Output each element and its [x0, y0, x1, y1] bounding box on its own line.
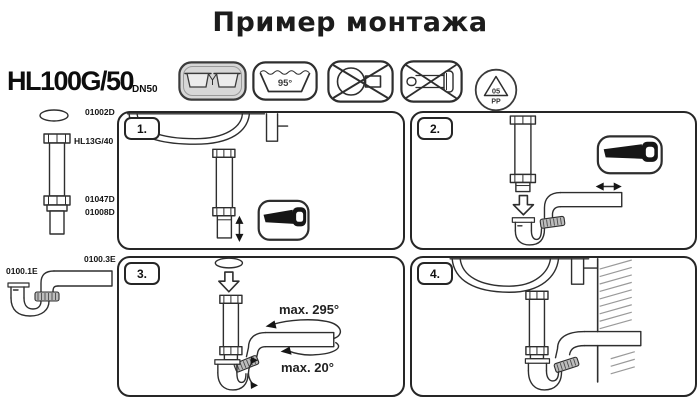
part-code-tailpipe: HL13G/40	[74, 136, 114, 146]
max-temp-label: 95°	[278, 78, 293, 89]
recycle-number-label: 05	[492, 87, 500, 96]
trap-u-bend	[10, 297, 50, 317]
recycle-material-label: PP	[491, 99, 501, 106]
union-nut-upper	[43, 133, 71, 144]
tailpipe-under-sink	[212, 148, 236, 239]
part-code-outlet-pipe: 0100.3E	[84, 254, 116, 264]
panel-step-4: 4.	[410, 256, 697, 397]
max-temp-95-icon: 95°	[252, 61, 318, 106]
knurled-nut	[553, 356, 580, 373]
step-2-badge: 2.	[417, 117, 453, 140]
gasket-ring	[39, 109, 69, 122]
panel-step-3: 3. max. 295° max. 20°	[117, 256, 405, 397]
product-dn: DN50	[132, 84, 158, 95]
trap-inlet-cup	[214, 359, 241, 365]
tailpipe	[219, 294, 243, 361]
tailpipe-part-drawing	[39, 109, 71, 235]
gasket-ring	[214, 258, 244, 269]
double-sink-icon	[178, 61, 247, 106]
panel-1-drawing	[126, 113, 310, 242]
wall	[596, 258, 635, 383]
outlet-pipe	[53, 270, 113, 287]
no-pressure-hose-icon	[400, 60, 463, 108]
tailpipe-body	[48, 142, 66, 197]
knurled-nut	[539, 215, 566, 229]
recycling-pp-icon: 05 PP	[473, 67, 519, 118]
trap	[524, 330, 642, 391]
page-title: Пример монтажа	[212, 7, 488, 38]
trap-inlet-cup	[7, 282, 30, 299]
panel-3-drawing	[214, 258, 342, 391]
step-1-badge: 1.	[124, 117, 160, 140]
cut-length-arrow	[595, 182, 622, 191]
step-3-badge: 3.	[124, 262, 160, 285]
step-4-badge: 4.	[417, 262, 453, 285]
trap	[511, 191, 623, 246]
tailpipe	[525, 290, 549, 360]
rotation-limit-label: max. 295°	[279, 302, 340, 317]
panel-2-drawing	[509, 115, 663, 246]
tailpipe	[509, 115, 537, 193]
saw-icon	[257, 199, 310, 241]
insert-down-arrow	[218, 271, 240, 293]
product-model: HL100G/50	[7, 66, 135, 96]
outlet-pipe	[264, 331, 335, 348]
panel-4-drawing	[449, 258, 642, 391]
rotation-arrow-295	[265, 319, 342, 356]
part-code-nut-upper: 01047D	[85, 194, 115, 204]
part-code-trap-body: 0100.1E	[6, 266, 38, 276]
part-code-nut-lower: 01008D	[85, 207, 115, 217]
cut-length-arrow	[235, 215, 244, 242]
knurled-nut	[34, 291, 60, 302]
trap-inlet-cup	[511, 217, 536, 223]
trap-inlet-cup	[524, 358, 551, 364]
saw-icon	[596, 135, 663, 175]
trap-part-drawing	[7, 270, 113, 317]
insert-down-arrow	[512, 194, 535, 216]
panel-step-1: 1.	[117, 111, 405, 250]
panel-step-2: 2.	[410, 111, 697, 250]
no-washing-machine-drain-icon	[327, 60, 394, 108]
outlet-pipe	[583, 330, 642, 347]
tilt-arrow-20	[247, 356, 258, 389]
outlet-pipe	[559, 191, 623, 208]
union-nut-lower	[43, 195, 71, 206]
part-code-gasket: 01002D	[85, 107, 115, 117]
washbasin	[449, 258, 599, 293]
tilt-limit-label: max. 20°	[281, 360, 334, 375]
